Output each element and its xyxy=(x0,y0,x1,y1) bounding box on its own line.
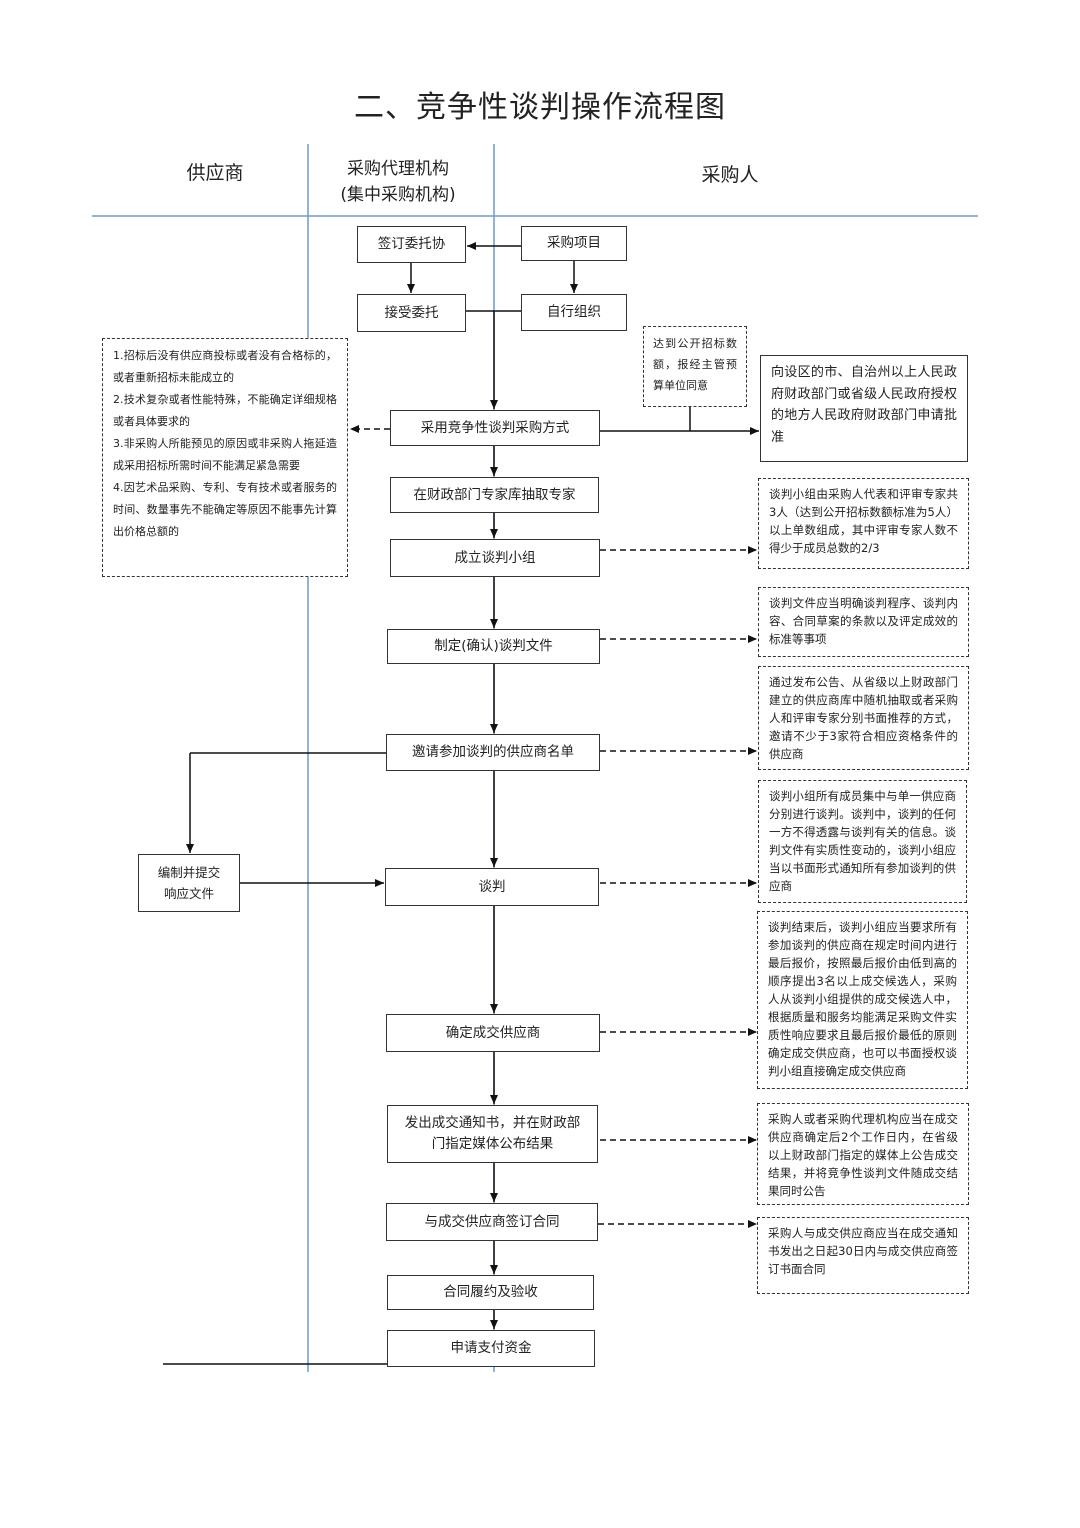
issue-notice-line1: 发出成交通知书，并在财政部 xyxy=(404,1115,581,1131)
form-group-box: 成立谈判小组 xyxy=(390,539,600,577)
lane-label-agency-sub: (集中采购机构) xyxy=(340,185,456,205)
issue-notice-box: 发出成交通知书，并在财政部 门指定媒体公布结果 xyxy=(387,1105,598,1163)
lane-header-purchaser: 采购人 xyxy=(660,162,800,188)
conditions-note: 1.招标后没有供应商投标或者没有合格标的，或者重新招标未能成立的 2.技术复杂或… xyxy=(102,338,348,577)
lane-label-purchaser: 采购人 xyxy=(701,164,759,186)
lane-label-supplier: 供应商 xyxy=(186,162,244,184)
lane-label-agency: 采购代理机构 xyxy=(347,159,449,179)
contract-deadline-note: 采购人与成交供应商应当在成交通知书发出之日起30日内与成交供应商签订书面合同 xyxy=(757,1217,969,1294)
page-title: 二、竞争性谈判操作流程图 xyxy=(354,90,726,125)
prepare-response-box: 编制并提交 响应文件 xyxy=(138,854,240,912)
invite-method-note: 通过发布公告、从省级以上财政部门建立的供应商库中随机抽取或者采购人和评审专家分别… xyxy=(758,666,969,770)
doc-content-note: 谈判文件应当明确谈判程序、谈判内容、合同草案的条款以及评定成效的标准等事项 xyxy=(758,587,969,657)
make-docs-box: 制定(确认)谈判文件 xyxy=(387,629,600,664)
announce-note: 采购人或者采购代理机构应当在成交供应商确定后2个工作日内，在省级以上财政部门指定… xyxy=(757,1103,969,1205)
apply-payment-box: 申请支付资金 xyxy=(387,1330,595,1367)
prepare-response-line1: 编制并提交 xyxy=(157,865,221,880)
determine-supplier-box: 确定成交供应商 xyxy=(386,1014,600,1052)
issue-notice-line2: 门指定媒体公布结果 xyxy=(431,1136,554,1152)
condition-item: 4.因艺术品采购、专利、专有技术或者服务的时间、数量事先不能确定等原因不能事先计… xyxy=(113,481,337,538)
accept-entrust-box: 接受委托 xyxy=(357,294,466,332)
lane-header-supplier: 供应商 xyxy=(150,160,280,186)
invite-list-box: 邀请参加谈判的供应商名单 xyxy=(386,734,600,771)
final-quote-note: 谈判结束后，谈判小组应当要求所有参加谈判的供应商在规定时间内进行最后报价，按照最… xyxy=(757,911,968,1089)
prepare-response-line2: 响应文件 xyxy=(163,886,214,901)
lane-header-agency: 采购代理机构 (集中采购机构) xyxy=(318,156,478,208)
negotiation-rule-note: 谈判小组所有成员集中与单一供应商分别进行谈判。谈判中，谈判的任何一方不得透露与谈… xyxy=(758,780,967,903)
sign-contract-box: 与成交供应商签订合同 xyxy=(386,1203,598,1241)
group-composition-note: 谈判小组由采购人代表和评审专家共3人（达到公开招标数额标准为5人）以上单数组成，… xyxy=(758,478,969,569)
adopt-method-box: 采用竞争性谈判采购方式 xyxy=(390,410,600,446)
approval-note: 向设区的市、自治州以上人民政府财政部门或省级人民政府授权的地方人民政府财政部门申… xyxy=(760,355,968,462)
purchase-project-box: 采购项目 xyxy=(521,226,627,261)
condition-item: 1.招标后没有供应商投标或者没有合格标的，或者重新招标未能成立的 xyxy=(113,349,337,384)
negotiate-box: 谈判 xyxy=(385,868,599,906)
threshold-note: 达到公开招标数额，报经主管预算单位同意 xyxy=(643,326,747,407)
self-organize-box: 自行组织 xyxy=(521,294,627,331)
condition-item: 2.技术复杂或者性能特殊，不能确定详细规格或者具体要求的 xyxy=(113,393,337,428)
extract-experts-box: 在财政部门专家库抽取专家 xyxy=(390,477,599,513)
condition-item: 3.非采购人所能预见的原因或非采购人拖延造成采用招标所需时间不能满足紧急需要 xyxy=(113,437,337,472)
sign-entrust-box: 签订委托协 xyxy=(357,226,466,263)
perform-accept-box: 合同履约及验收 xyxy=(387,1275,594,1310)
